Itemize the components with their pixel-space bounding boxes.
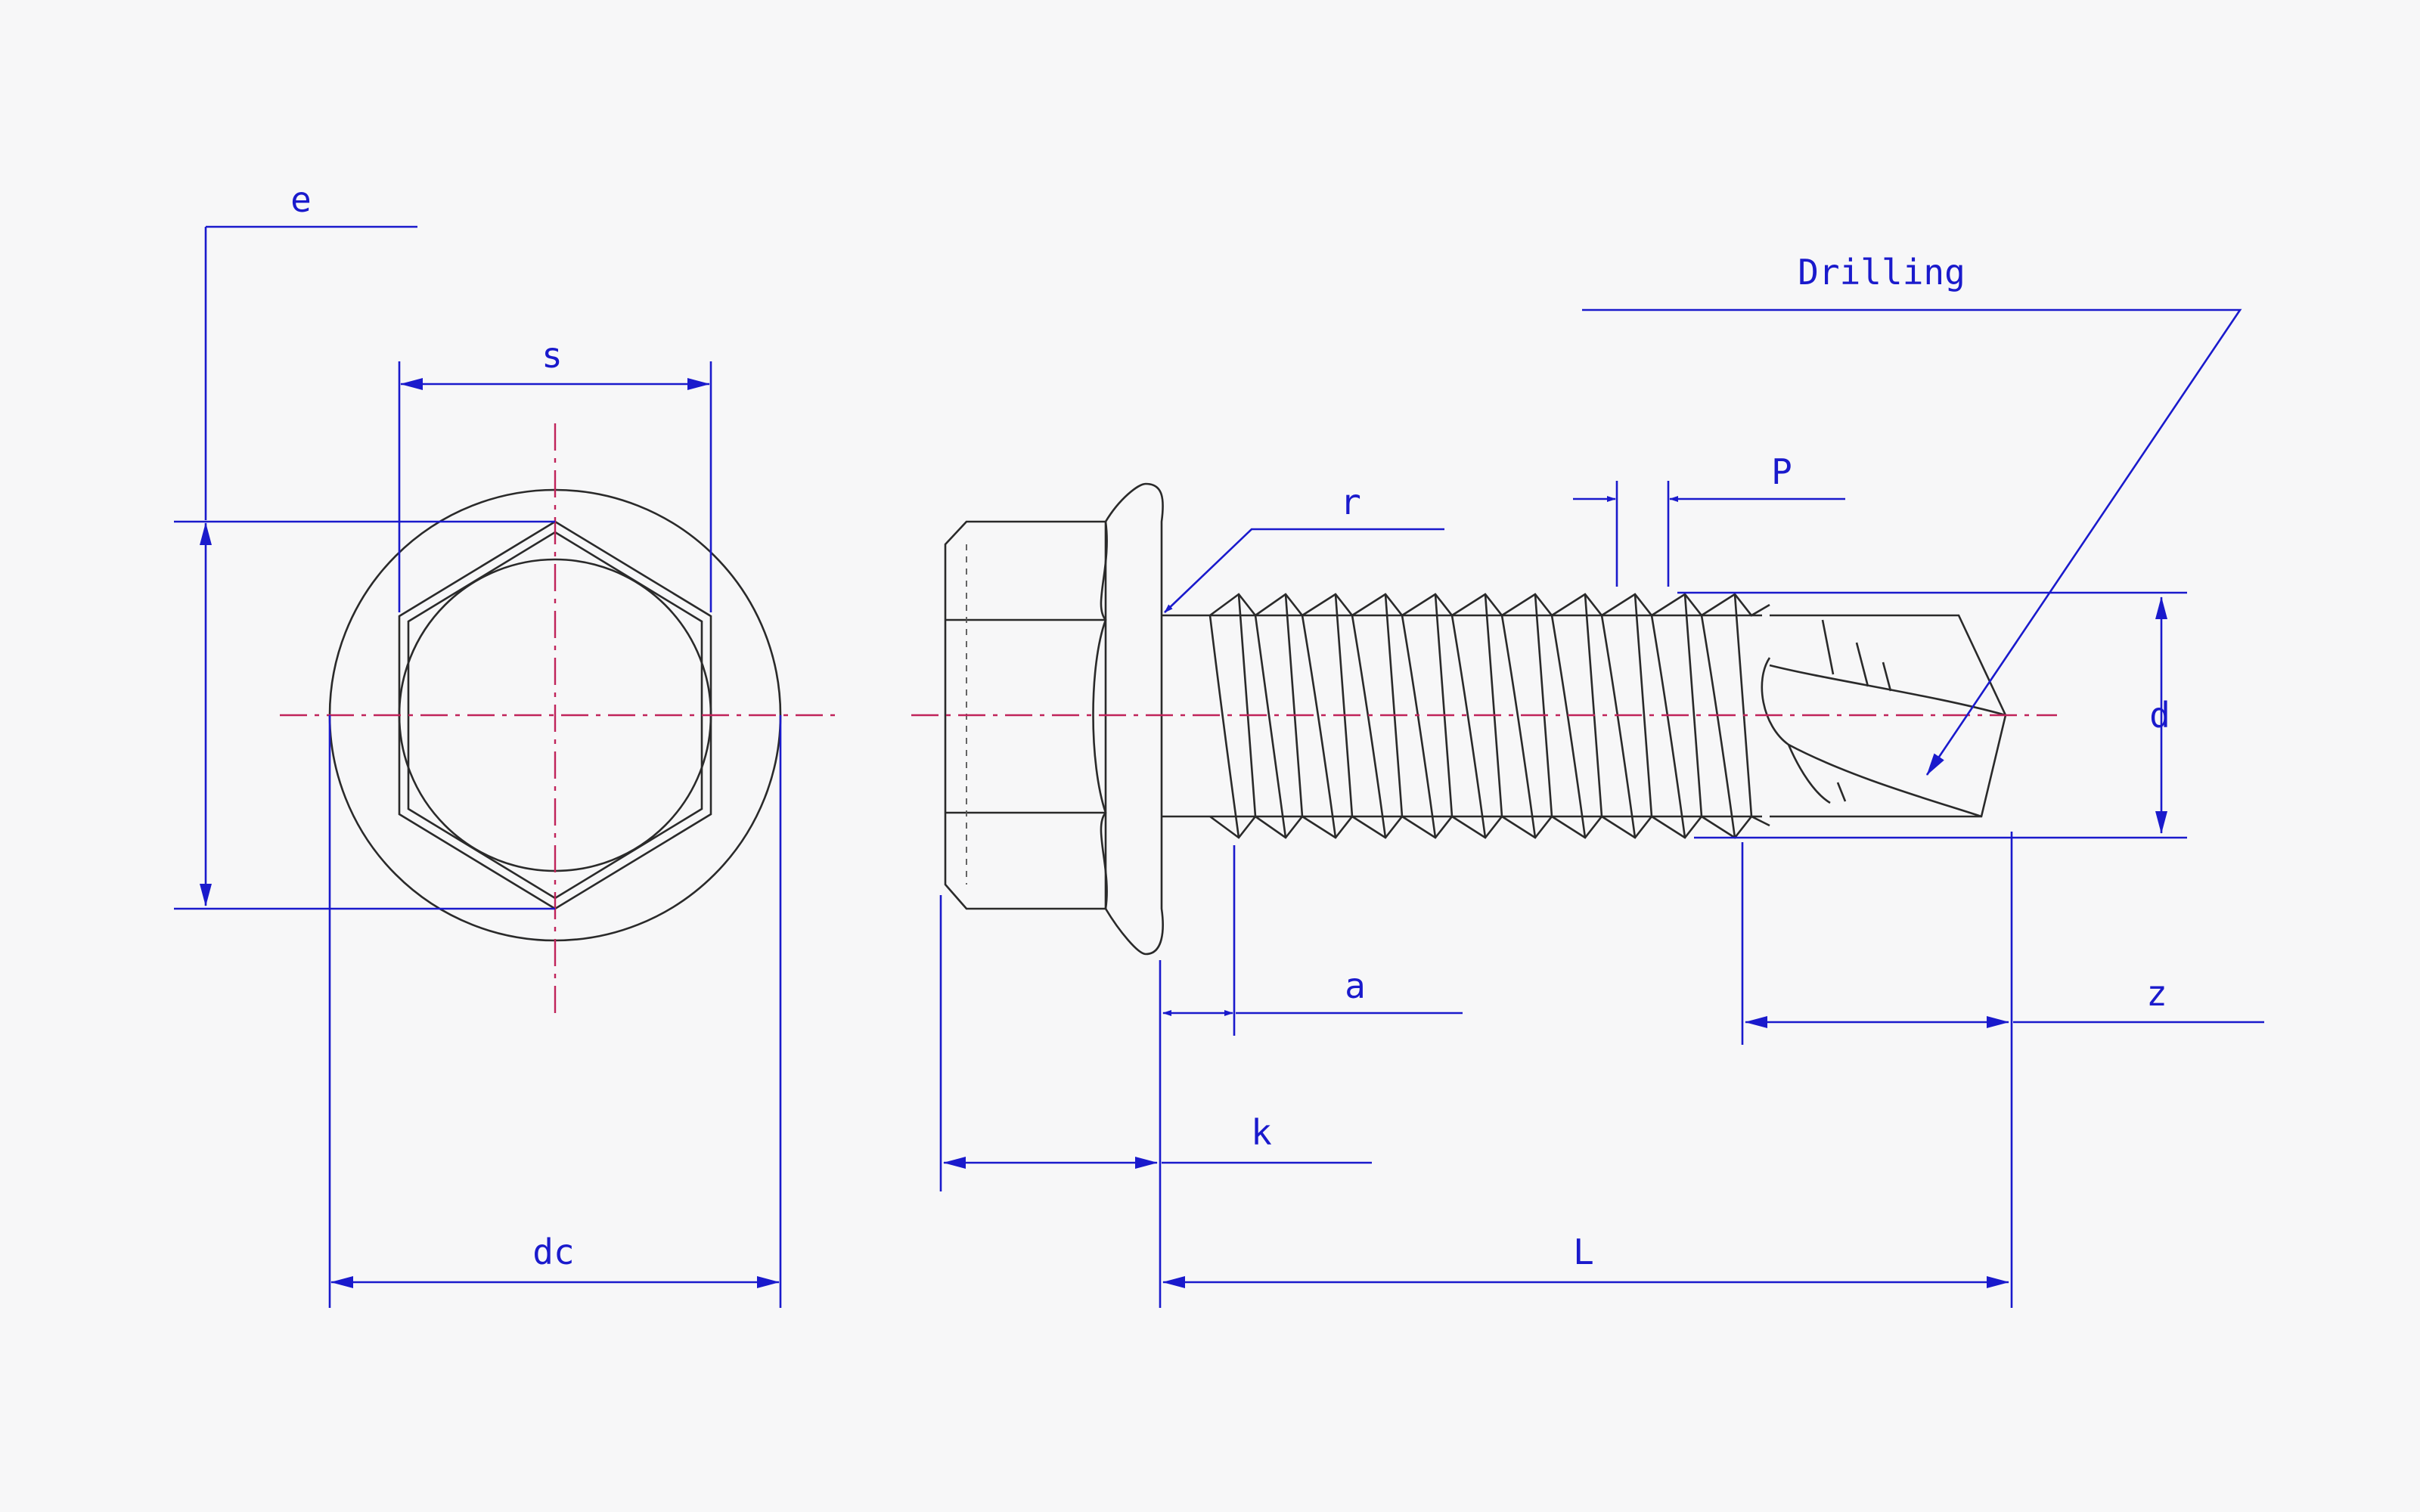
thread-crests-bottom	[1209, 815, 1770, 839]
label-dc: dc	[532, 1232, 574, 1272]
drill-flute	[1761, 657, 1982, 818]
label-a: a	[1345, 965, 1366, 1006]
label-l: L	[1573, 1232, 1594, 1272]
washer-face	[1145, 482, 1164, 956]
label-drilling: Drilling	[1798, 252, 1965, 293]
label-k: k	[1251, 1112, 1272, 1153]
dimension-e: e	[174, 179, 555, 910]
dimension-l: L	[1162, 1232, 2009, 1288]
label-z: z	[2146, 973, 2167, 1014]
thread-crests-top	[1209, 593, 1770, 617]
dimension-s: s	[398, 335, 712, 612]
side-view	[911, 482, 2057, 956]
label-d: d	[2149, 695, 2170, 736]
label-s: s	[541, 335, 563, 376]
front-view	[280, 423, 839, 1013]
dimension-p: P	[1573, 451, 1845, 587]
flange-side	[1092, 521, 1108, 909]
label-e: e	[290, 179, 312, 220]
thread-flanks	[1208, 593, 1753, 838]
drilling-callout: Drilling	[1582, 252, 2242, 776]
label-r: r	[1340, 482, 1361, 522]
dimension-z: z	[1741, 832, 2264, 1308]
dimension-k: k	[939, 895, 1372, 1308]
dimension-dc: dc	[328, 715, 782, 1308]
dimension-d: d	[1677, 591, 2187, 839]
dimension-a: a	[1162, 845, 1463, 1036]
dimension-r: r	[1164, 482, 1444, 613]
label-p: P	[1771, 451, 1792, 492]
